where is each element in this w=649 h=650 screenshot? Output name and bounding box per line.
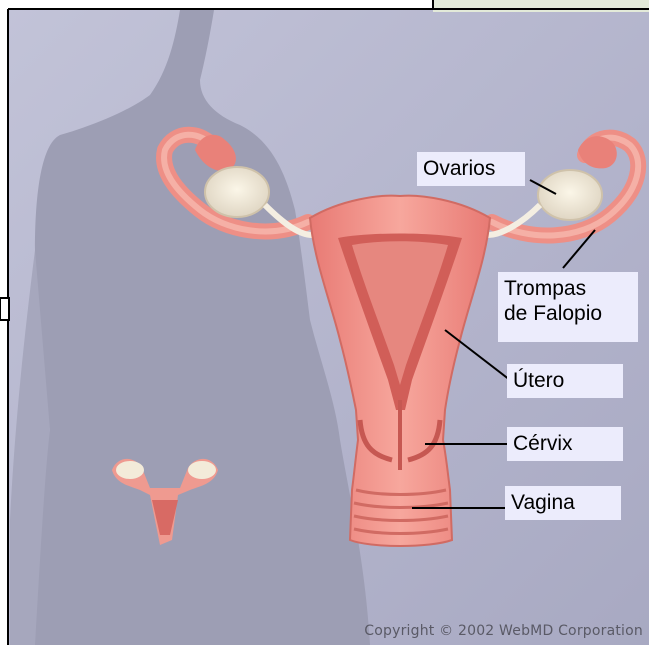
left-edge-mark xyxy=(0,298,9,320)
top-left-blank xyxy=(0,0,8,645)
top-right-panel xyxy=(433,0,649,12)
label-trompas-line1: Trompas xyxy=(504,276,632,301)
label-trompas-line2: de Falopio xyxy=(504,301,632,326)
left-ovary xyxy=(205,167,269,217)
label-ovarios: Ovarios xyxy=(417,152,525,186)
copyright-text: Copyright © 2002 WebMD Corporation xyxy=(364,623,643,639)
label-trompas: Trompas de Falopio xyxy=(498,272,638,342)
right-ovary xyxy=(538,170,602,220)
label-cervix: Cérvix xyxy=(507,427,623,461)
label-vagina: Vagina xyxy=(505,486,621,520)
label-utero: Útero xyxy=(507,364,623,398)
